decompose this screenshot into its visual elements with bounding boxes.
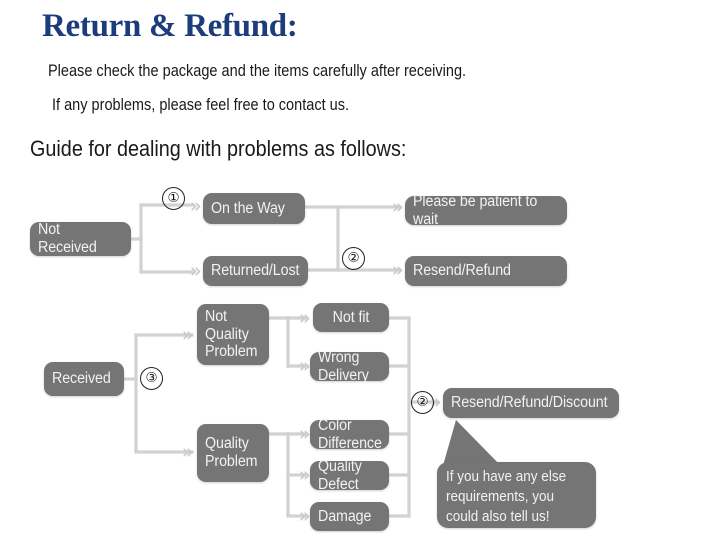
node-color-difference-label: Color Difference	[318, 416, 382, 452]
node-damage: Damage	[310, 502, 389, 531]
node-wrong-delivery: Wrong Delivery	[310, 349, 389, 384]
node-returned-lost: Returned/Lost	[203, 256, 308, 286]
node-returned-lost-label: Returned/Lost	[211, 262, 300, 280]
arrow-to-on-the-way-icon: »	[190, 195, 202, 217]
step-marker-3: ③	[140, 367, 163, 390]
node-not-received: Not Received	[30, 221, 131, 256]
node-received: Received	[44, 362, 124, 396]
node-quality-defect: Quality Defect	[310, 458, 389, 493]
arrow-to-quality-defect-icon: »	[299, 464, 311, 486]
arrow-to-color-difference-icon: »	[299, 423, 311, 445]
node-quality-problem-label: Quality Problem	[205, 435, 258, 470]
arrow-to-please-wait-icon: »	[392, 196, 404, 218]
callout-bubble-text: If you have any else requirements, you c…	[446, 468, 567, 525]
node-please-be-patient: Please be patient to wait	[405, 193, 567, 228]
node-resend-refund-label: Resend/Refund	[413, 262, 511, 280]
node-not-quality-problem: Not Quality Problem	[197, 304, 269, 365]
arrow-to-quality-problem-icon: »	[182, 441, 194, 463]
arrow-to-wrong-delivery-icon: »	[299, 355, 311, 377]
page-title: Return & Refund:	[42, 8, 298, 44]
node-not-fit-label: Not fit	[332, 308, 370, 326]
node-on-the-way-label: On the Way	[211, 199, 285, 217]
arrow-to-damage-icon: »	[299, 505, 311, 527]
node-resend-refund: Resend/Refund	[405, 256, 567, 286]
node-quality-defect-label: Quality Defect	[318, 457, 362, 493]
arrow-to-not-quality-icon: »	[182, 324, 194, 346]
node-damage-label: Damage	[318, 507, 372, 525]
node-not-quality-problem-label: Not Quality Problem	[205, 307, 258, 361]
node-resend-refund-discount: Resend/Refund/Discount	[443, 388, 619, 418]
node-not-fit: Not fit	[313, 303, 389, 332]
node-on-the-way: On the Way	[203, 193, 305, 224]
callout-tail	[442, 420, 504, 469]
arrow-to-resend-refund-icon: »	[392, 259, 404, 281]
callout-bubble: If you have any else requirements, you c…	[437, 462, 596, 528]
node-not-received-label: Not Received	[38, 221, 97, 256]
arrow-to-returned-lost-icon: »	[190, 260, 202, 282]
step-marker-2b: ②	[411, 391, 434, 414]
node-resend-refund-discount-label: Resend/Refund/Discount	[451, 394, 608, 412]
node-received-label: Received	[52, 370, 111, 388]
node-please-be-patient-label: Please be patient to wait	[413, 192, 538, 228]
intro-line-2: If any problems, please feel free to con…	[52, 96, 350, 114]
arrow-to-resend-discount-icon: »	[430, 391, 442, 413]
intro-line-1: Please check the package and the items c…	[48, 62, 467, 80]
node-color-difference: Color Difference	[310, 417, 389, 452]
node-quality-problem: Quality Problem	[197, 424, 269, 482]
step-marker-1: ①	[162, 187, 185, 210]
node-wrong-delivery-label: Wrong Delivery	[318, 348, 369, 384]
arrow-to-not-fit-icon: »	[299, 307, 311, 329]
guide-heading: Guide for dealing with problems as follo…	[30, 136, 407, 161]
step-marker-2a: ②	[342, 247, 365, 270]
